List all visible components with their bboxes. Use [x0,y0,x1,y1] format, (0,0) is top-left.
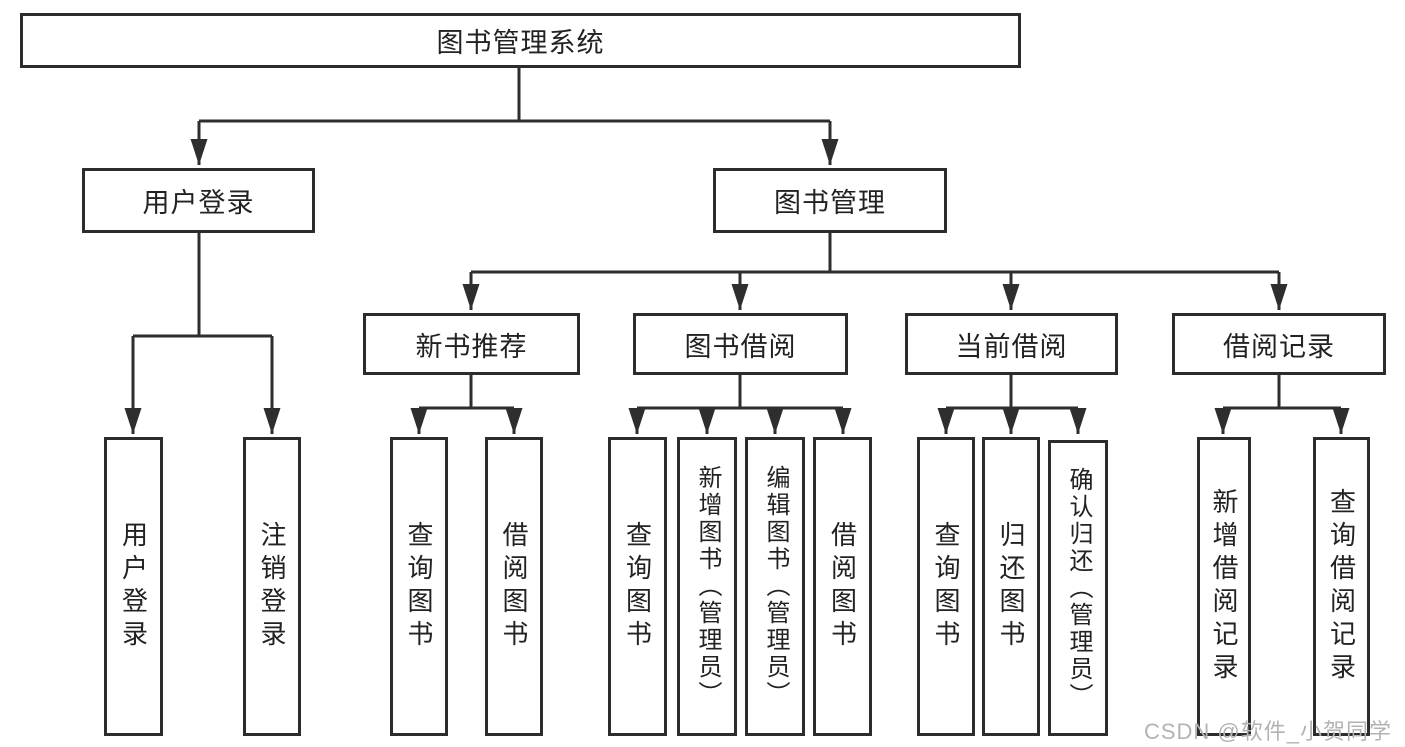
node-label: 查询图书 [622,520,653,653]
node-label: 新增图书（管理员） [694,465,721,708]
node-user-login: 用户登录 [82,168,315,233]
node-current-borrowing: 当前借阅 [905,313,1118,375]
node-nbr-borrow-books: 借阅图书 [485,437,543,736]
node-book-management: 图书管理 [713,168,947,233]
node-label: 新增借阅记录 [1209,487,1239,686]
node-label: 确认归还（管理员） [1065,466,1092,710]
node-cb-query-books: 查询图书 [917,437,975,736]
node-br-add-record: 新增借阅记录 [1197,437,1251,736]
node-library-management-system: 图书管理系统 [20,13,1021,68]
node-bb-borrow-books: 借阅图书 [813,437,872,736]
node-br-query-record: 查询借阅记录 [1313,437,1370,736]
node-bb-edit-books-admin: 编辑图书（管理员） [745,437,805,736]
node-cb-return-books: 归还图书 [982,437,1040,736]
node-label: 借阅图书 [499,520,529,653]
node-label: 查询图书 [404,520,434,653]
node-book-borrowing: 图书借阅 [633,313,848,375]
node-label: 借阅记录 [1223,331,1335,362]
node-label: 当前借阅 [955,331,1068,362]
node-cb-confirm-return-admin: 确认归还（管理员） [1048,440,1108,736]
node-nbr-query-books: 查询图书 [390,437,448,736]
node-label: 图书借阅 [684,331,797,362]
node-label: 编辑图书（管理员） [762,465,789,708]
node-label: 用户登录 [118,520,149,653]
node-label: 新书推荐 [415,331,528,362]
node-new-book-recommend: 新书推荐 [363,313,580,375]
node-label: 归还图书 [996,520,1026,653]
node-borrowing-records: 借阅记录 [1172,313,1386,375]
node-label: 图书管理系统 [436,28,605,58]
node-label: 查询图书 [931,520,961,653]
node-bb-query-books: 查询图书 [608,437,667,736]
node-label: 查询借阅记录 [1326,487,1357,686]
node-bb-add-books-admin: 新增图书（管理员） [677,437,737,736]
node-label: 注销登录 [257,520,287,653]
csdn-watermark: CSDN @软件_小贺同学 [1143,719,1392,744]
node-label: 图书管理 [774,188,886,218]
node-label: 用户登录 [142,188,255,218]
node-label: 借阅图书 [827,520,858,653]
node-logout-action: 注销登录 [243,437,301,736]
node-user-login-action: 用户登录 [104,437,163,736]
